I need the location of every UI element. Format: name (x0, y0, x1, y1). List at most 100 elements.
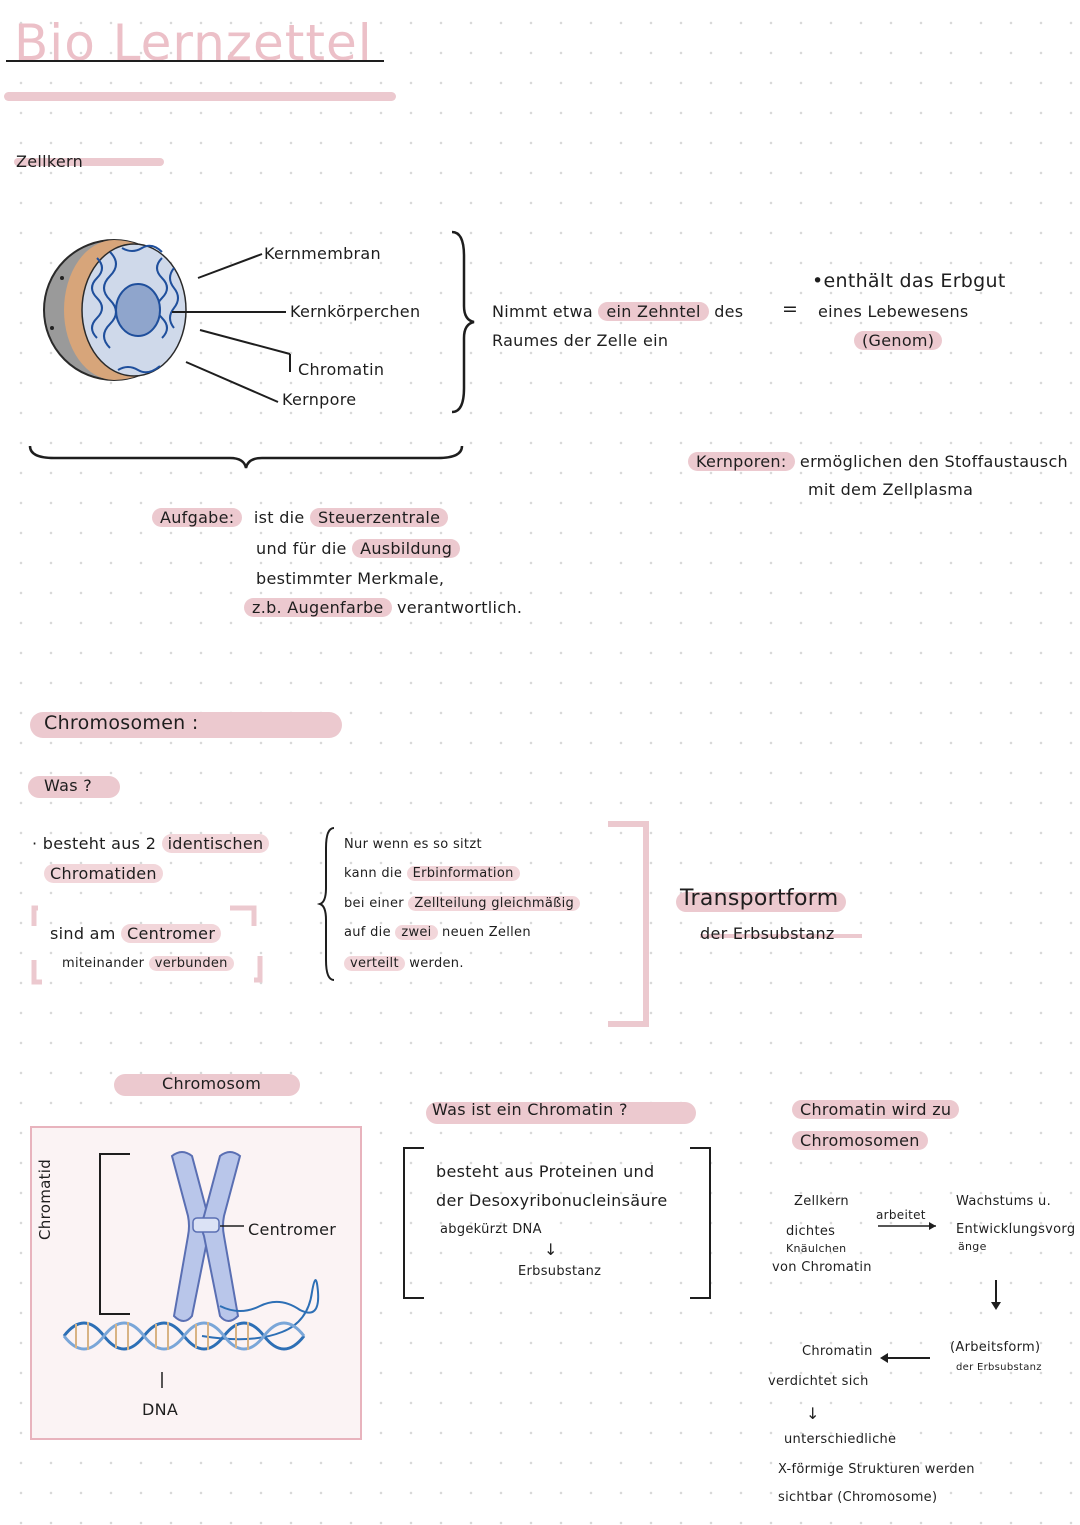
label-kernmembran: Kernmembran (264, 244, 381, 263)
nur-wenn-line1: Nur wenn es so sitzt (344, 837, 482, 852)
chromatin-title: Was ist ein Chromatin ? (432, 1100, 628, 1119)
chromosomen-heading: Chromosomen : (44, 712, 199, 734)
nur-wenn-text3: bei einer (344, 896, 404, 911)
nur-wenn-text2: kann die (344, 866, 403, 881)
transport-underline (700, 934, 862, 938)
chromatin-line3: abgekürzt DNA (440, 1222, 542, 1237)
flow-arbeitet: arbeitet (876, 1208, 926, 1222)
leader-lines (28, 230, 475, 469)
bullet1-line1: · besteht aus 2 identischen (32, 834, 270, 853)
flow-title-1: Chromatin wird zu (792, 1100, 960, 1119)
aufgabe-text4: verantwortlich. (396, 598, 523, 617)
label-chromatin: Chromatin (298, 360, 385, 379)
bullet1-text: · besteht aus 2 (32, 834, 157, 853)
flow-arbeitsform-1: (Arbeitsform) (950, 1340, 1041, 1355)
kernporen-line2: mit dem Zellplasma (808, 480, 974, 499)
flow-wachstums-3: änge (958, 1240, 987, 1253)
nur-wenn-hl4: zwei (395, 925, 438, 940)
flow-dichtes: dichtes (786, 1224, 836, 1239)
centromer-label: Centromer (248, 1220, 337, 1239)
flow-zellkern: Zellkern (794, 1194, 849, 1209)
nucleus-illustration (43, 239, 187, 381)
flow-knaeulchen: Knäulchen (786, 1242, 847, 1255)
flow-result-1: unterschiedliche (784, 1432, 897, 1447)
zellkern-heading-bar (14, 158, 164, 166)
zellkern-heading: Zellkern (16, 152, 84, 171)
kernporen-label: Kernporen: (688, 452, 795, 471)
label-kernkoerperchen: Kernkörperchen (290, 302, 421, 321)
erbgut-line1: •enthält das Erbgut (812, 270, 1006, 292)
nur-wenn-line2: kann die Erbinformation (344, 866, 520, 881)
space-note-highlight: ein Zehntel (598, 302, 709, 321)
bracket-line1: sind am Centromer (50, 924, 222, 943)
nur-wenn-text4b: neuen Zellen (442, 925, 531, 940)
flow-title-2: Chromosomen (792, 1131, 928, 1150)
aufgabe-line4: z.b. Augenfarbe verantwortlich. (244, 598, 522, 617)
flow-arbeitsform-2: der Erbsubstanz (956, 1362, 1042, 1373)
was-heading: Was ? (44, 776, 93, 795)
space-note-line1: Nimmt etwa ein Zehntel des (492, 302, 743, 321)
dna-helix (62, 1321, 306, 1351)
aufgabe-hl4: z.b. Augenfarbe (244, 598, 392, 617)
equals-sign: = (782, 298, 799, 320)
transport-bracket (608, 821, 649, 1027)
nur-wenn-line3: bei einer Zellteilung gleichmäßig (344, 896, 581, 911)
nur-wenn-line4: auf die zwei neuen Zellen (344, 925, 531, 940)
centromer-bracket (31, 905, 263, 985)
transport-bar (676, 892, 846, 912)
bullet1-line2: Chromatiden (44, 864, 163, 883)
flow-von-chromatin: von Chromatin (772, 1260, 872, 1275)
nur-wenn-text4: auf die (344, 925, 391, 940)
chromatin-line1: besteht aus Proteinen und (436, 1162, 655, 1181)
title-underline (4, 92, 396, 101)
chromatin-title-bar (426, 1102, 696, 1124)
erbgut-line3: (Genom) (854, 331, 943, 350)
nur-wenn-hl5: verteilt (344, 956, 405, 971)
nur-wenn-hl2: Erbinformation (406, 866, 520, 881)
kernporen-text1: ermöglichen den Stoffaustausch (799, 452, 1068, 471)
flow-verdichtet: verdichtet sich (768, 1374, 869, 1389)
erbgut-line2: eines Lebewesens (818, 302, 969, 321)
aufgabe-line2: und für die Ausbildung (256, 539, 461, 558)
nur-wenn-hl3: Zellteilung gleichmäßig (408, 896, 581, 911)
title-strike (6, 60, 384, 62)
transport-line1: Transportform (680, 886, 839, 911)
aufgabe-hl1: Steuerzentrale (309, 508, 449, 527)
flow-down-arrow: ↓ (806, 1404, 820, 1423)
aufgabe-line1: Aufgabe: ist die Steuerzentrale (152, 508, 449, 527)
x-chromosome (170, 1151, 242, 1322)
chromatin-pattern (91, 244, 179, 374)
bracket-text1: sind am (50, 924, 116, 943)
bracket-text2: miteinander (62, 956, 145, 971)
page-title-text: Bio Lernzettel (14, 14, 373, 72)
space-note-line2: Raumes der Zelle ein (492, 331, 669, 350)
bracket-hl2: verbunden (148, 956, 234, 971)
chromatin-line4: Erbsubstanz (518, 1264, 602, 1279)
kernporen-line1: Kernporen: ermöglichen den Stoffaustausc… (688, 452, 1068, 471)
nucleolus (115, 283, 161, 337)
aufgabe-label: Aufgabe: (152, 508, 243, 527)
chromatin-box-brackets (403, 1147, 711, 1299)
space-note-part1: Nimmt etwa (492, 302, 593, 321)
diagram-title: Chromosom (162, 1074, 262, 1093)
page-title: Bio Lernzettel (14, 14, 373, 72)
bracket-line2: miteinander verbunden (62, 956, 234, 971)
flow-wachstums-2: Entwicklungsvorg (956, 1222, 1076, 1237)
aufgabe-text1: ist die (253, 508, 305, 527)
centromer-mark (192, 1217, 220, 1233)
flow-result-2: X-förmige Strukturen werden (778, 1462, 975, 1477)
nur-wenn-text5: werden. (409, 956, 464, 971)
flow-result-3: sichtbar (Chromosome) (778, 1490, 938, 1505)
bullet1-hl: identischen (161, 834, 270, 853)
dna-label: DNA (142, 1400, 179, 1419)
chromatin-arrow: ↓ (544, 1240, 558, 1259)
nur-wenn-brace (316, 827, 335, 981)
nur-wenn-line5: verteilt werden. (344, 956, 464, 971)
space-note-part2: des (714, 302, 744, 321)
flow-wachstums-1: Wachstums u. (956, 1194, 1052, 1209)
chromatin-line2: der Desoxyribonucleinsäure (436, 1191, 668, 1210)
flow-chromatin: Chromatin (802, 1344, 873, 1359)
aufgabe-line3: bestimmter Merkmale, (256, 569, 445, 588)
was-bar (28, 776, 120, 798)
